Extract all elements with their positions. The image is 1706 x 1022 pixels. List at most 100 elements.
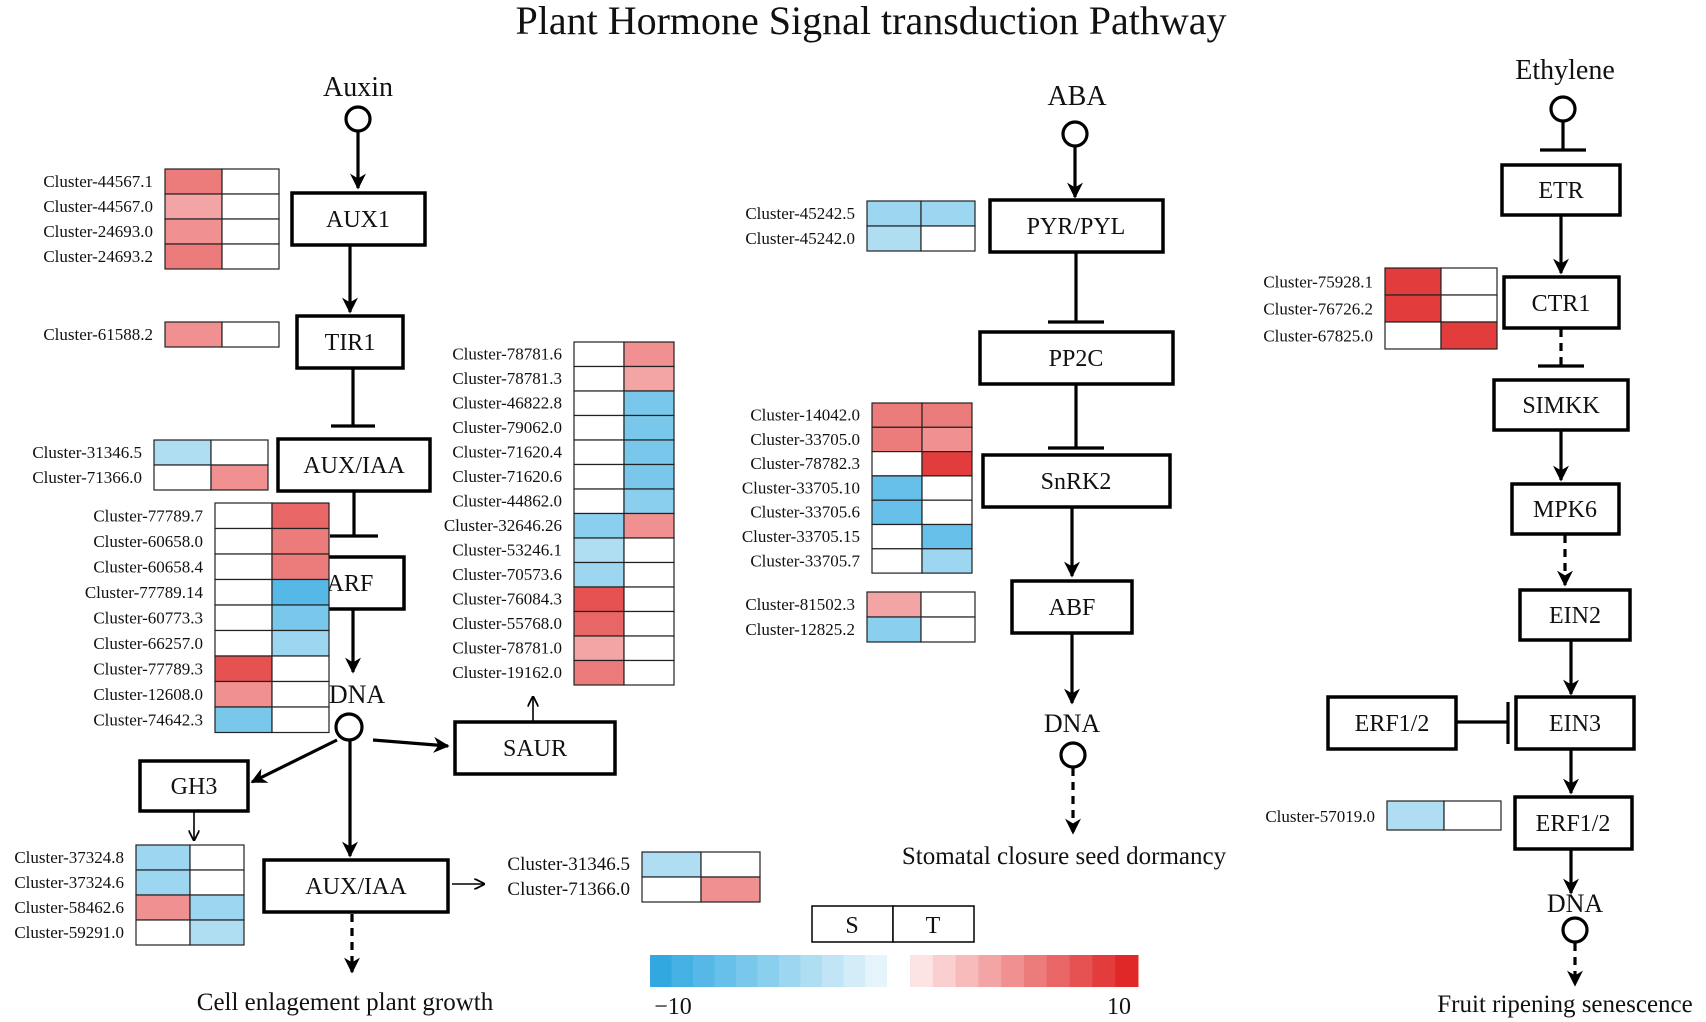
heatmap-row-label: Cluster-70573.6 xyxy=(452,565,562,584)
heatmap-row-label: Cluster-33705.10 xyxy=(742,478,860,497)
gene-label-mpk6: MPK6 xyxy=(1533,497,1597,523)
heatmap-cell-s xyxy=(1384,267,1442,296)
heatmap-cell-t xyxy=(623,586,675,613)
heatmap-cell-s xyxy=(164,193,223,220)
heatmap-row-label: Cluster-71366.0 xyxy=(507,879,630,900)
heatmap-row-label: Cluster-76084.3 xyxy=(452,590,562,609)
heatmap-row-label: Cluster-78782.3 xyxy=(750,454,860,473)
legend-swatch-negative xyxy=(843,955,866,987)
gene-node-snrk2: SnRK2 xyxy=(981,453,1172,509)
heatmap-cell-s xyxy=(164,218,223,245)
gene-node-etr: ETR xyxy=(1500,163,1622,217)
heatmap-cell-t xyxy=(271,553,330,581)
heatmap-cell-s xyxy=(871,548,923,574)
gene-label-ein3: EIN3 xyxy=(1549,711,1601,737)
heatmap-row-label: Cluster-74642.3 xyxy=(93,710,203,729)
heatmap-cell-s xyxy=(866,225,922,252)
heatmap-row-label: Cluster-77789.14 xyxy=(85,583,204,602)
heatmap-cell-t xyxy=(271,680,330,708)
heatmap-cell-s xyxy=(871,426,923,453)
aba-dna-label: DNA xyxy=(1044,709,1101,738)
heatmap-cell-t xyxy=(700,851,761,878)
heatmap-row-label: Cluster-55768.0 xyxy=(452,614,562,633)
gene-node-pyr-pyl: PYR/PYL xyxy=(988,198,1165,254)
heatmap-row-label: Cluster-58462.6 xyxy=(14,898,124,917)
heatmap-row-label: Cluster-60658.0 xyxy=(93,532,203,551)
heatmap-cell-t xyxy=(623,439,675,466)
heatmap-cell-s xyxy=(153,464,212,491)
legend-swatch-negative xyxy=(800,955,823,987)
heatmap-cell-t xyxy=(189,894,245,921)
heatmap-cell-s xyxy=(573,439,625,466)
heatmap-cell-t xyxy=(189,844,245,871)
heatmap-cell-s xyxy=(214,604,273,632)
heatmap-cell-t xyxy=(623,414,675,441)
heatmap-cell-t xyxy=(920,225,976,252)
heatmap-cell-s xyxy=(871,499,923,526)
edge-dna-saur xyxy=(372,736,450,753)
heatmap-row-label: Cluster-57019.0 xyxy=(1265,807,1375,826)
gene-node-aux1: AUX1 xyxy=(290,191,427,247)
gene-label-auxiaa: AUX/IAA xyxy=(303,453,405,479)
gene-node-ctr1: CTR1 xyxy=(1502,275,1621,330)
heatmap-row-label: Cluster-19162.0 xyxy=(452,663,562,682)
heatmap-ctr1: Cluster-75928.1Cluster-76726.2Cluster-67… xyxy=(1263,267,1498,350)
gene-label-etr: ETR xyxy=(1538,178,1583,204)
gene-label-abf: ABF xyxy=(1049,595,1096,621)
heatmap-cell-s xyxy=(135,844,191,871)
aba-hormone-node xyxy=(1061,120,1089,148)
heatmap-row-label: Cluster-31346.5 xyxy=(507,854,630,875)
heatmap-row-label: Cluster-44567.1 xyxy=(43,172,153,191)
legend-swatch-negative xyxy=(736,955,758,987)
gene-node-saur: SAUR xyxy=(453,720,617,776)
heatmap-row-label: Cluster-67825.0 xyxy=(1263,326,1373,345)
gene-node-abf: ABF xyxy=(1010,579,1134,635)
heatmap-cell-t xyxy=(271,578,330,606)
auxin-dna-label: DNA xyxy=(329,680,386,709)
heatmap-cell-t xyxy=(921,548,973,574)
heatmap-cell-s xyxy=(866,616,922,643)
heatmap-row-label: Cluster-45242.5 xyxy=(745,204,855,223)
heatmap-cell-t xyxy=(921,402,973,428)
gene-label-erf12: ERF1/2 xyxy=(1536,811,1611,837)
heatmap-row-label: Cluster-60658.4 xyxy=(93,557,203,576)
heatmap-tir1: Cluster-61588.2 xyxy=(43,321,280,348)
heatmap-cell-s xyxy=(641,851,702,878)
aba-outcome-label: Stomatal closure seed dormancy xyxy=(902,843,1227,870)
heatmap-cell-s xyxy=(573,512,625,539)
heatmap-cell-s xyxy=(214,527,273,555)
heatmap-arf: Cluster-77789.7Cluster-60658.0Cluster-60… xyxy=(85,502,330,734)
legend-swatch-positive xyxy=(1001,955,1025,987)
legend-swatch-negative xyxy=(757,955,780,987)
legend-swatch-negative xyxy=(693,955,715,987)
gene-node-erf12: ERF1/2 xyxy=(1513,795,1634,851)
heatmap-cell-s xyxy=(1386,800,1445,831)
aba-hormone-label: ABA xyxy=(1047,81,1107,112)
heatmap-cell-s xyxy=(1384,321,1442,350)
gene-node-ein3: EIN3 xyxy=(1514,695,1636,751)
expression-heatmaps: Cluster-44567.1Cluster-44567.0Cluster-24… xyxy=(14,168,1502,946)
heatmap-cell-t xyxy=(221,218,280,245)
heatmap-cell-t xyxy=(623,635,675,662)
legend-swatch-negative xyxy=(650,955,672,987)
heatmap-cell-s xyxy=(641,876,702,903)
heatmap-cell-t xyxy=(271,502,330,530)
gene-label-ctr1: CTR1 xyxy=(1532,291,1591,317)
ethylene-dna-label: DNA xyxy=(1547,889,1604,918)
heatmap-cell-s xyxy=(573,414,625,441)
heatmap-cell-t xyxy=(221,243,280,270)
gene-label-tir1: TIR1 xyxy=(325,330,376,356)
heatmap-row-label: Cluster-33705.6 xyxy=(750,503,860,522)
gene-label-auxiaa-2: AUX/IAA xyxy=(305,874,407,900)
heatmap-cell-s xyxy=(164,243,223,270)
heatmap-cell-s xyxy=(866,200,922,227)
heatmap-cell-t xyxy=(221,321,280,348)
heatmap-row-label: Cluster-77789.3 xyxy=(93,659,203,678)
heatmap-cell-s xyxy=(573,586,625,613)
heatmap-row-label: Cluster-44862.0 xyxy=(452,492,562,511)
heatmap-cell-t xyxy=(271,655,330,683)
diagram-title: Plant Hormone Signal transduction Pathwa… xyxy=(515,0,1226,43)
